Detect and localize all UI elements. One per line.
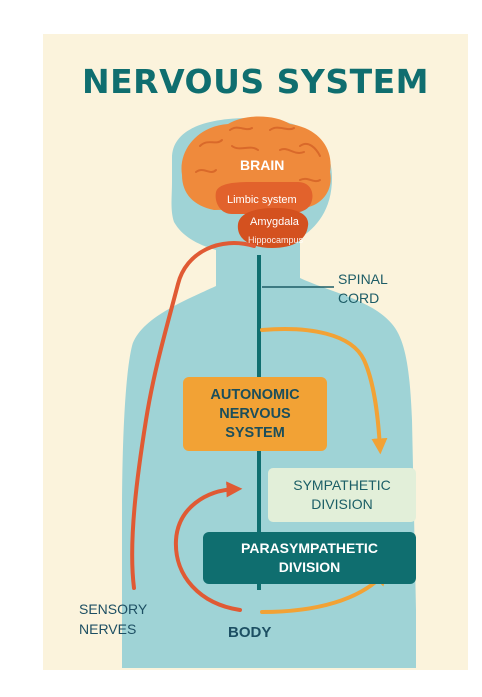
parasympathetic-line2: DIVISION [278,559,341,575]
limbic-system-label: Limbic system [227,194,297,206]
sensory-nerve-path [130,241,256,590]
sensory-nerves-label: SENSORY NERVES [79,599,147,639]
sensory-nerves-line2: NERVES [79,621,137,637]
sympathetic-nerve-arrow [260,327,388,455]
body-feedback-arrow [173,481,243,612]
spinal-cord-label: SPINAL CORD [338,270,388,308]
body-label: BODY [228,624,272,641]
spinal-cord-label-line2: CORD [338,290,380,306]
autonomic-nervous-system-box: AUTONOMIC NERVOUS SYSTEM [183,377,327,451]
sympathetic-line2: DIVISION [311,496,373,512]
sensory-nerves-line1: SENSORY [79,601,148,617]
page-title: NERVOUS SYSTEM [82,62,429,101]
amygdala-shape [237,208,309,248]
sympathetic-division-box: SYMPATHETIC DIVISION [268,468,416,522]
spinal-cord-label-line1: SPINAL [338,271,388,287]
autonomic-line2: NERVOUS [219,405,291,422]
amygdala-label: Amygdala [250,216,299,228]
parasympathetic-division-box: PARASYMPATHETIC DIVISION [203,532,416,584]
hippocampus-label: Hippocampus [248,235,304,245]
limbic-system-shape [215,182,313,214]
parasympathetic-line1: PARASYMPATHETIC [241,540,378,556]
sympathetic-line1: SYMPATHETIC [293,477,391,493]
autonomic-line3: SYSTEM [225,424,285,441]
autonomic-line1: AUTONOMIC [210,386,300,403]
brain-label: BRAIN [240,157,285,173]
